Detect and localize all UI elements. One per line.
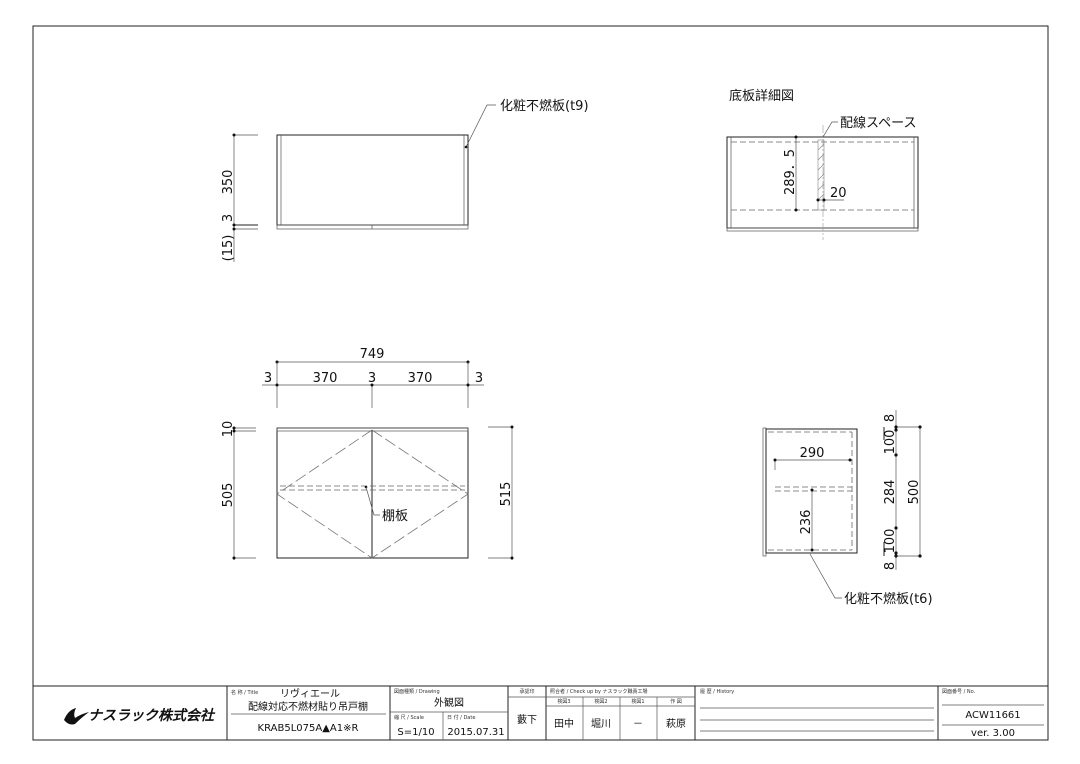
- approval-header: 承認印: [519, 688, 534, 695]
- dim-shelf-height: 236: [799, 510, 814, 535]
- number-header: 図面番号 / No.: [942, 688, 976, 695]
- dim-mid-gap: 3: [368, 371, 376, 386]
- dim-shelf-depth: 290: [800, 446, 825, 461]
- scale-header: 縮 尺 / Scale: [394, 714, 424, 721]
- side-view: 290 236 化粧不燃板(t6) 8 100 284 100 8 500: [762, 410, 933, 607]
- dim-total-width: 749: [360, 347, 385, 362]
- front-view: 749 3 370 3 370 3 棚板 10 505 515: [221, 347, 514, 560]
- dim-top-gap: 3: [221, 214, 236, 222]
- dim-side-bottom-100: 100: [883, 529, 898, 554]
- bottom-board-detail-view: 底板詳細図 289．5 20 配線スペース: [726, 88, 919, 240]
- logo-bird-icon: [64, 708, 89, 725]
- label-wiring-space: 配線スペース: [840, 115, 916, 131]
- title-block: ナスラック株式会社 名 称 / Title リヴィエール 配線対応不燃材貼り吊戸…: [33, 685, 1048, 740]
- dim-detail-depth: 289．5: [783, 149, 798, 195]
- dim-left-door: 370: [313, 371, 338, 386]
- model-number: KRAB5L075A▲A1※R: [258, 723, 359, 734]
- dim-side-mid-284: 284: [883, 480, 898, 505]
- drawing-type: 外観図: [434, 696, 464, 709]
- top-view: 350 3 (15) 化粧不燃板(t9): [221, 98, 589, 262]
- sheet-border: [32, 25, 1049, 741]
- dim-total-height: 515: [499, 482, 514, 507]
- date-header: 日 付 / Date: [447, 714, 475, 721]
- approver-name: 藪下: [517, 713, 537, 726]
- version: ver. 3.00: [971, 728, 1015, 739]
- detail-title: 底板詳細図: [729, 88, 794, 104]
- check-1-header: 検図1: [631, 698, 644, 705]
- dim-door-height: 505: [221, 483, 236, 508]
- drafter-header: 作 図: [670, 698, 682, 705]
- scale-value: S=1/10: [397, 727, 434, 738]
- dim-top-bottom: (15): [221, 235, 236, 262]
- check-3-name: 田中: [554, 717, 574, 730]
- check-header: 照合者 / Check up by ナスラック職責工場: [550, 688, 648, 695]
- check-2-header: 検図2: [594, 698, 607, 705]
- date-value: 2015.07.31: [447, 727, 504, 738]
- dim-left-gap: 3: [264, 371, 272, 386]
- drawing-header: 図面種類 / Drawing: [394, 688, 440, 695]
- title-sub: 配線対応不燃材貼り吊戸棚: [248, 700, 368, 713]
- dim-front-top: 10: [221, 421, 236, 438]
- dim-detail-width: 20: [830, 186, 847, 201]
- dim-side-top-100: 100: [883, 430, 898, 455]
- title-header: 名 称 / Title: [231, 689, 258, 696]
- label-panel-t6: 化粧不燃板(t6): [844, 591, 933, 607]
- label-panel-t9: 化粧不燃板(t9): [500, 98, 589, 114]
- drafter-name: 萩原: [666, 718, 686, 730]
- check-1-name: －: [633, 719, 643, 730]
- dim-top-height: 350: [221, 170, 236, 195]
- company-logo: ナスラック株式会社: [64, 707, 216, 725]
- dim-side-top-8: 8: [883, 414, 898, 422]
- label-shelf: 棚板: [382, 509, 408, 524]
- company-name: ナスラック株式会社: [88, 707, 216, 724]
- title-main: リヴィエール: [280, 687, 340, 700]
- check-2-name: 堀川: [591, 718, 611, 730]
- dim-side-total-500: 500: [907, 480, 922, 505]
- drawing-number: ACW11661: [965, 710, 1020, 721]
- dim-side-bottom-8: 8: [883, 562, 898, 570]
- history-header: 履 歴 / History: [700, 689, 734, 695]
- dim-right-door: 370: [408, 371, 433, 386]
- dim-right-gap: 3: [475, 371, 483, 386]
- check-3-header: 検図3: [557, 698, 570, 705]
